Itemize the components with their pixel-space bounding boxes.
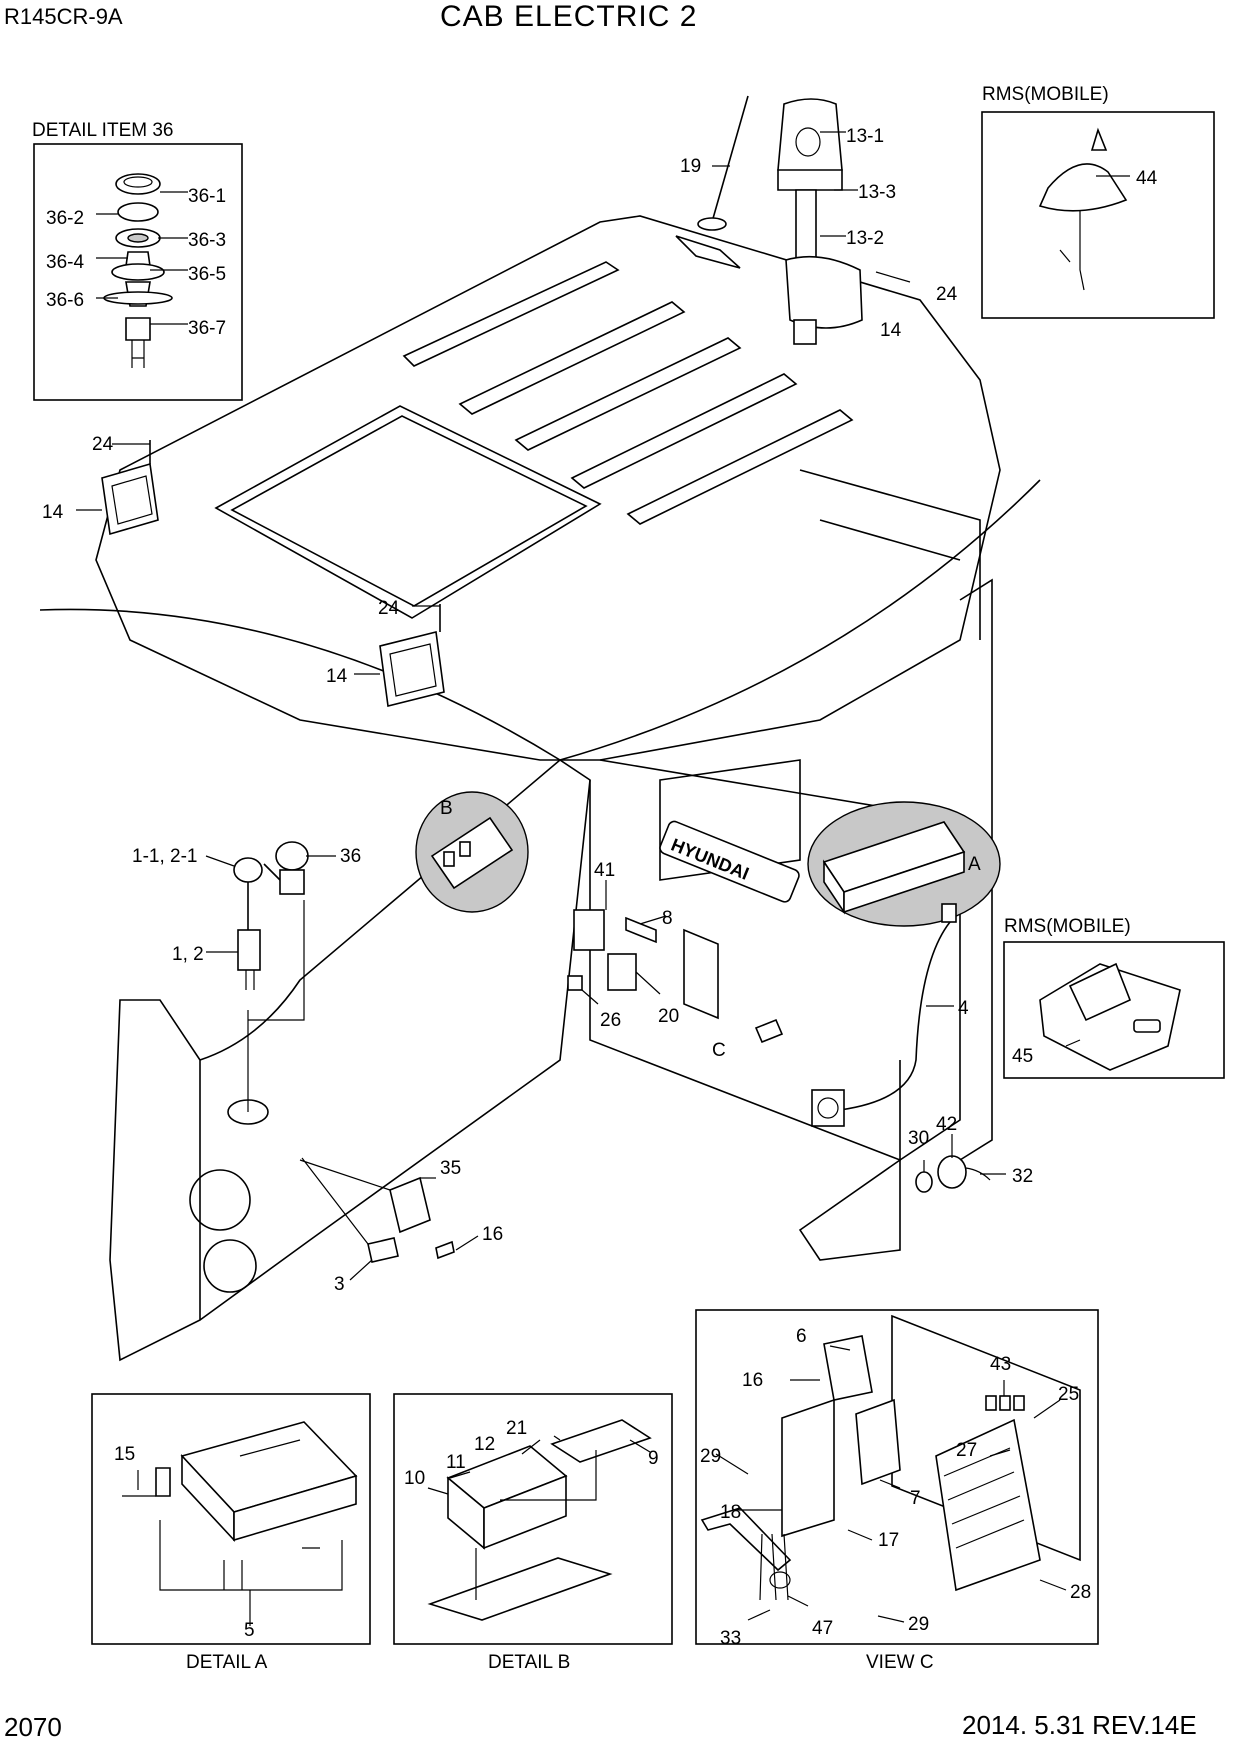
callout-3: 3: [334, 1274, 345, 1295]
lower-components: [299, 1157, 455, 1263]
detail-b-caption: DETAIL B: [488, 1652, 571, 1673]
rms-mobile-box-mid: [1003, 941, 1225, 1079]
callout-1-1-2-1: 1-1, 2-1: [132, 846, 197, 867]
callout-36-4: 36-4: [46, 252, 84, 273]
rms-antenna-44: [1038, 127, 1128, 291]
revision-date: 2014. 5.31 REV.14E: [962, 1710, 1197, 1740]
center-components: [567, 909, 784, 1044]
callout-21: 21: [506, 1418, 527, 1439]
callout-30: 30: [908, 1128, 929, 1149]
callout-13-1: 13-1: [846, 126, 884, 147]
marker-b: B: [440, 798, 453, 819]
callout-27: 27: [956, 1440, 977, 1461]
callout-17: 17: [878, 1530, 899, 1551]
model-number: R145CR-9A: [4, 4, 123, 29]
callout-36-1: 36-1: [188, 186, 226, 207]
callout-leaders: [76, 131, 1130, 1623]
callout-1-2: 1, 2: [172, 944, 204, 965]
rms-unit-45: [1039, 962, 1181, 1071]
callout-11: 11: [446, 1452, 466, 1473]
callout-12: 12: [474, 1434, 495, 1455]
callout-14-center: 14: [326, 666, 348, 687]
callout-5: 5: [244, 1620, 255, 1641]
callout-13-3: 13-3: [858, 182, 896, 203]
detail-item-36-caption: DETAIL ITEM 36: [32, 120, 174, 141]
detail-36-parts: [103, 173, 173, 368]
callout-33: 33: [720, 1628, 741, 1649]
callout-41: 41: [594, 860, 615, 881]
callout-18: 18: [720, 1502, 741, 1523]
callout-14-roof: 14: [880, 320, 902, 341]
callout-32: 32: [1012, 1166, 1033, 1187]
detail-item-36-box: [33, 143, 243, 401]
callout-20: 20: [658, 1006, 679, 1027]
callout-26: 26: [600, 1010, 621, 1031]
detail-a-caption: DETAIL A: [186, 1652, 268, 1673]
callout-24-center: 24: [378, 598, 400, 619]
detail-b-box: [393, 1393, 673, 1645]
callout-45: 45: [1012, 1046, 1033, 1067]
callout-24-roof: 24: [936, 284, 958, 305]
callout-36-6: 36-6: [46, 290, 84, 311]
callout-44: 44: [1136, 168, 1158, 189]
work-lamp-center: [379, 604, 445, 707]
callout-24-left: 24: [92, 434, 114, 455]
callout-6: 6: [796, 1326, 807, 1347]
callout-36-2: 36-2: [46, 208, 84, 229]
detail-b-marker: [415, 791, 529, 913]
rms-mobile-caption-top: RMS(MOBILE): [982, 84, 1109, 105]
ignition-parts: [233, 841, 309, 1112]
page-number: 2070: [4, 1712, 62, 1742]
callout-7: 7: [910, 1488, 921, 1509]
beacon-antenna-group: [675, 95, 863, 345]
rms-mobile-caption-mid: RMS(MOBILE): [1004, 916, 1131, 937]
marker-c: C: [712, 1040, 726, 1061]
marker-a: A: [968, 854, 981, 875]
callout-29-upper: 29: [700, 1446, 721, 1467]
view-c-components: [700, 1314, 1081, 1601]
callout-36-7: 36-7: [188, 318, 226, 339]
callout-15: 15: [114, 1444, 135, 1465]
page-title: CAB ELECTRIC 2: [440, 0, 698, 33]
callout-36-5: 36-5: [188, 264, 226, 285]
callout-29-lower: 29: [908, 1614, 929, 1635]
callout-9: 9: [648, 1448, 659, 1469]
cab-roof: [39, 215, 1041, 761]
callout-35: 35: [440, 1158, 461, 1179]
detail-a-marker: [807, 801, 1001, 927]
callout-4: 4: [958, 998, 969, 1019]
detail-b-switches: [427, 1419, 652, 1621]
callout-16-viewc: 16: [742, 1370, 763, 1391]
harness-4: [811, 903, 957, 1127]
view-c-box: [695, 1309, 1099, 1645]
rms-mobile-box-top: [981, 111, 1215, 319]
callout-36: 36: [340, 846, 361, 867]
callout-43: 43: [990, 1354, 1011, 1375]
detail-a-box: [91, 1393, 371, 1645]
callout-10: 10: [404, 1468, 425, 1489]
callout-36-3: 36-3: [188, 230, 226, 251]
callout-19: 19: [680, 156, 701, 177]
detail-36-leaders: [96, 191, 188, 325]
callout-13-2: 13-2: [846, 228, 884, 249]
callout-42: 42: [936, 1114, 957, 1135]
hyundai-plate: [659, 820, 800, 903]
callout-8: 8: [662, 908, 673, 929]
callout-16-main: 16: [482, 1224, 503, 1245]
callout-47: 47: [812, 1618, 833, 1639]
callout-28: 28: [1070, 1582, 1091, 1603]
work-lamp-left: [101, 440, 159, 536]
view-c-caption: VIEW C: [866, 1652, 934, 1673]
detail-a-radio: [122, 1421, 358, 1626]
callout-14-left: 14: [42, 502, 64, 523]
callout-25: 25: [1058, 1384, 1079, 1405]
switch-42-group: [915, 1155, 991, 1193]
